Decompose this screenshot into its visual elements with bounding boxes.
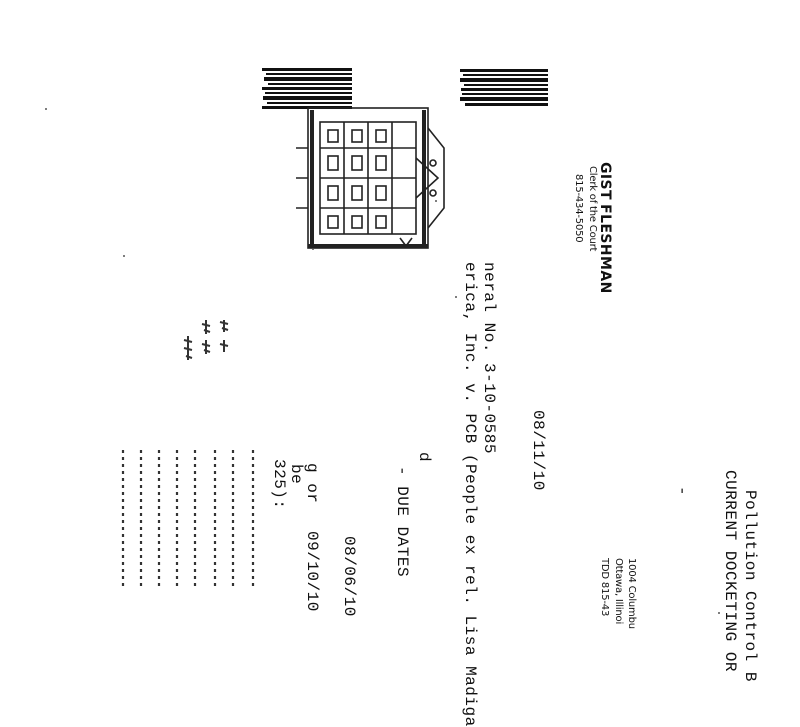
courthouse-seal-icon [296, 107, 445, 249]
fragment-g-or: g or [303, 463, 321, 504]
due-dates-heading: - DUE DATES [393, 466, 411, 578]
barcode-right-icon [460, 69, 548, 106]
illegible-text-block-icon [121, 450, 255, 586]
scanned-page: { "header": { "line1": "Pollution Contro… [45, 68, 759, 727]
due-date-2: 09/10/10 [303, 531, 321, 612]
clerk-phone: 815-434-5050 [573, 174, 584, 243]
barcode-left-icon [262, 68, 352, 109]
clerk-name-first: GIST [597, 162, 613, 200]
case-caption-line: erica, Inc. v. PCB (People ex rel. Lisa … [461, 262, 479, 727]
clerk-name-last: FLESHMAN [597, 204, 613, 294]
illegible-stamp-icon [183, 320, 229, 360]
scan-speck [718, 612, 720, 614]
court-address-line1: 1004 Columbu [626, 558, 637, 629]
header-dash: - [673, 486, 691, 497]
header-agency-line: Pollution Control B [741, 490, 759, 682]
scan-speck [312, 248, 314, 250]
clerk-name: GIST FLESHMAN [597, 162, 613, 294]
fragment-be: be [287, 464, 305, 485]
scan-speck [123, 255, 125, 257]
court-address-line2: Ottawa, Illinoi [613, 558, 624, 625]
scan-speck [435, 200, 437, 202]
fragment-d: d [415, 452, 433, 463]
court-address-line3: TDD 815-43 [599, 558, 610, 617]
scan-speck [455, 296, 457, 298]
document-date: 08/11/10 [529, 410, 547, 491]
due-date-1: 08/06/10 [340, 536, 358, 617]
fragment-325: 325): [270, 459, 288, 510]
clerk-title: Clerk of the Court [587, 166, 598, 252]
header-docketing-line: CURRENT DOCKETING OR [721, 470, 739, 673]
case-number-line: neral No. 3-10-0585 [480, 262, 498, 454]
scan-speck [45, 108, 47, 110]
